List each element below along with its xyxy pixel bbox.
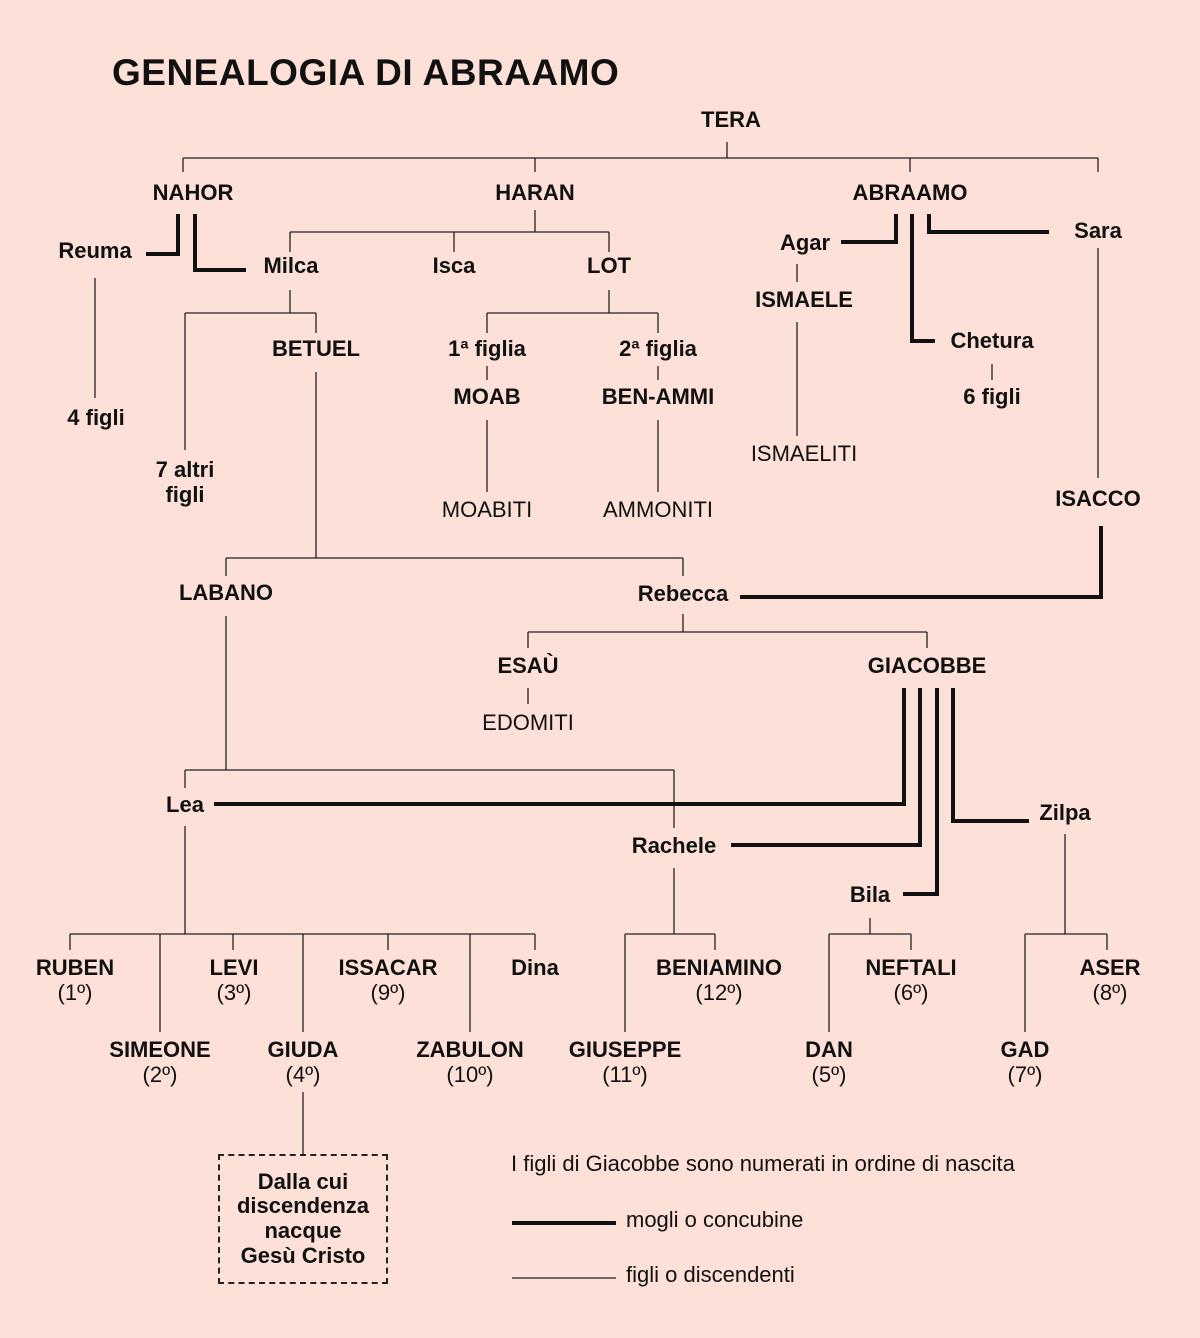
node-tera: TERA [701, 107, 761, 132]
legend-intro: I figli di Giacobbe sono numerati in ord… [511, 1151, 1015, 1176]
node-isacco: ISACCO [1055, 486, 1141, 511]
node-bila: Bila [849, 882, 891, 907]
jesus-lineage-note: Dalla cui discendenza nacque Gesù Cristo [236, 1168, 370, 1268]
node-sette-altri: 7 altri [155, 457, 215, 482]
son-simeone-order: (2º) [142, 1062, 178, 1087]
son-ruben-order: (1º) [57, 980, 93, 1005]
node-sara: Sara [1074, 218, 1122, 243]
node-moab: MOAB [453, 384, 521, 409]
node-ammoniti: AMMONITI [603, 497, 713, 522]
son-simeone: SIMEONE [109, 1037, 211, 1062]
son-ruben: RUBEN [35, 955, 115, 980]
son-neftali: NEFTALI [865, 955, 957, 980]
node-isca: Isca [432, 253, 476, 278]
son-issacar-order: (9º) [370, 980, 406, 1005]
jesus-lineage-note-box: Dalla cui discendenza nacque Gesù Cristo [218, 1154, 388, 1284]
son-aser-order: (8º) [1092, 980, 1128, 1005]
son-neftali-order: (6º) [893, 980, 929, 1005]
son-levi-order: (3º) [216, 980, 252, 1005]
node-esau: ESAÙ [497, 653, 559, 678]
daughter-dina: Dina [511, 955, 559, 980]
node-quattro-figli: 4 figli [67, 405, 125, 430]
node-sette-figli: figli [165, 482, 205, 507]
node-milca: Milca [263, 253, 319, 278]
node-lea: Lea [166, 792, 204, 817]
node-lot: LOT [587, 253, 631, 278]
son-levi: LEVI [209, 955, 259, 980]
legend-thin-label: figli o discendenti [626, 1262, 795, 1287]
son-gad-order: (7º) [1007, 1062, 1043, 1087]
node-haran: HARAN [495, 180, 575, 205]
node-edomiti: EDOMITI [482, 710, 574, 735]
node-rachele: Rachele [631, 833, 717, 858]
node-zilpa: Zilpa [1039, 800, 1091, 825]
son-beniamino: BENIAMINO [656, 955, 782, 980]
node-nahor: NAHOR [152, 180, 234, 205]
son-giuseppe-order: (11º) [602, 1062, 648, 1087]
node-seconda-figlia: 2ª figlia [619, 336, 697, 361]
son-dan: DAN [805, 1037, 853, 1062]
node-giacobbe: GIACOBBE [867, 653, 987, 678]
son-zabulon: ZABULON [416, 1037, 524, 1062]
node-rebecca: Rebecca [637, 581, 729, 606]
node-chetura: Chetura [950, 328, 1034, 353]
son-issacar: ISSACAR [338, 955, 438, 980]
thin-descendant-lines [69, 142, 1108, 1279]
node-ismaeliti: ISMAELITI [750, 441, 858, 466]
node-betuel: BETUEL [272, 336, 360, 361]
node-abraamo: ABRAAMO [852, 180, 968, 205]
node-ismaele: ISMAELE [755, 287, 853, 312]
son-giuda: GIUDA [267, 1037, 339, 1062]
node-prima-figlia: 1ª figlia [448, 336, 526, 361]
legend-thick-label: mogli o concubine [626, 1207, 804, 1232]
node-sei-figli: 6 figli [963, 384, 1021, 409]
son-dan-order: (5º) [811, 1062, 847, 1087]
son-giuseppe: GIUSEPPE [568, 1037, 682, 1062]
son-beniamino-order: (12º) [695, 980, 743, 1005]
page-title: GENEALOGIA DI ABRAAMO [112, 52, 620, 93]
thick-spouse-lines [146, 214, 1103, 1225]
son-giuda-order: (4º) [285, 1062, 321, 1087]
node-reuma: Reuma [58, 238, 132, 263]
son-zabulon-order: (10º) [446, 1062, 494, 1087]
node-moabiti: MOABITI [441, 497, 533, 522]
node-labano: LABANO [178, 580, 274, 605]
node-ben-ammi: BEN-AMMI [601, 384, 715, 409]
node-agar: Agar [779, 230, 831, 255]
son-aser: ASER [1079, 955, 1141, 980]
son-gad: GAD [1000, 1037, 1050, 1062]
